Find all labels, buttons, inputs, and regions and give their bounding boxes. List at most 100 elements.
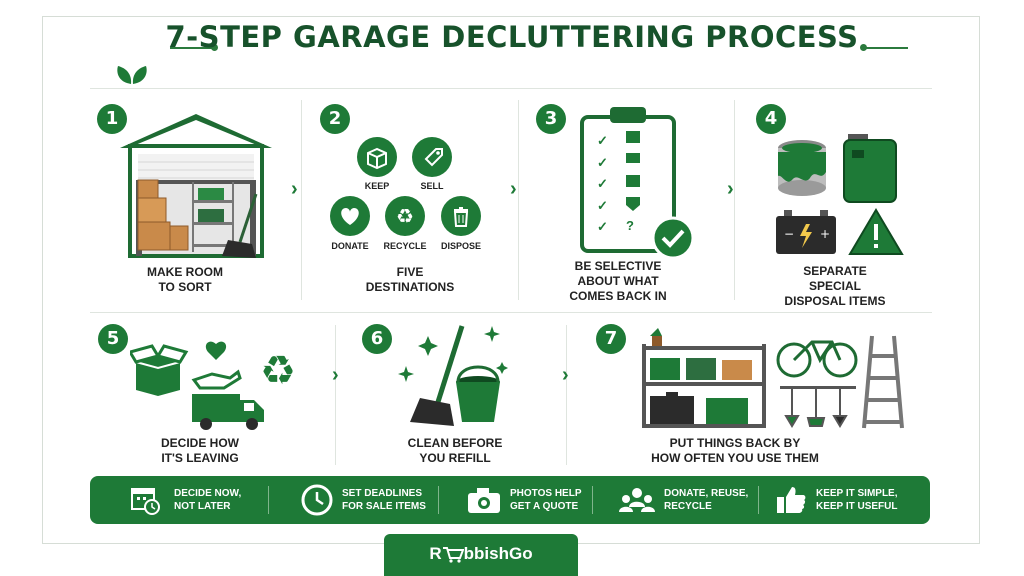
step-3-line1: BE SELECTIVE — [574, 259, 662, 273]
step-4-line3: DISPOSAL ITEMS — [784, 294, 886, 308]
step-5-line1: DECIDE HOW — [161, 436, 239, 450]
tip-2-line2: FOR SALE ITEMS — [342, 501, 426, 512]
keep-label: KEEP — [364, 181, 390, 191]
jerry-can-icon — [843, 134, 897, 203]
title-row: 7-STEP GARAGE DECLUTTERING PROCESS — [0, 20, 1024, 54]
tip-donate: DONATE, REUSE, RECYCLE — [618, 476, 748, 524]
top-divider — [90, 88, 932, 89]
tip-separator — [268, 486, 269, 514]
divider-5 — [566, 325, 567, 465]
tip-3-text: PHOTOS HELP GET A QUOTE — [510, 487, 582, 513]
tip-5-line1: KEEP IT SIMPLE, — [816, 488, 898, 499]
svg-text:♻: ♻ — [260, 348, 296, 394]
sparkle-icon — [398, 326, 508, 382]
divider-2 — [518, 100, 519, 300]
tip-2-line1: SET DEADLINES — [342, 488, 423, 499]
step-6-line1: CLEAN BEFORE — [407, 436, 503, 450]
tip-separator — [438, 486, 439, 514]
title-left-line — [170, 47, 214, 49]
brand-pre: R — [429, 544, 442, 563]
tip-deadlines: SET DEADLINES FOR SALE ITEMS — [300, 476, 426, 524]
warning-icon — [848, 208, 904, 255]
thumbs-up-icon — [777, 487, 806, 513]
step-7-line1: PUT THINGS BACK BY — [669, 436, 801, 450]
step-5-caption: DECIDE HOW IT'S LEAVING — [140, 436, 260, 466]
svg-text:♻: ♻ — [396, 204, 414, 228]
tip-separator — [592, 486, 593, 514]
step-1-line1: MAKE ROOM — [147, 265, 223, 279]
heart-icon — [341, 208, 359, 225]
step-7-caption: PUT THINGS BACK BY HOW OFTEN YOU USE THE… — [640, 436, 830, 466]
shelf-icon — [642, 328, 766, 428]
tip-3-line1: PHOTOS HELP — [510, 488, 582, 499]
svg-text:+: + — [820, 227, 830, 241]
svg-text:−: − — [784, 227, 794, 241]
check-mark: ✓ — [597, 176, 608, 191]
check-mark: ✓ — [597, 154, 608, 170]
tip-3-line2: GET A QUOTE — [510, 501, 579, 512]
organized-garage-icon — [642, 328, 904, 429]
page-title: 7-STEP GARAGE DECLUTTERING PROCESS — [165, 20, 859, 54]
ladder-icon — [862, 335, 904, 429]
bicycle-icon — [776, 340, 858, 378]
battery-icon: − + — [776, 210, 836, 254]
leaving-icons: ♻ — [130, 341, 296, 430]
step-1-arrow: › — [291, 178, 298, 200]
check-mark: ✓ — [597, 197, 608, 213]
step-5-number: 5 — [98, 324, 128, 354]
checklist: ✓ ✓ ✓ ✓ ✓ — [597, 130, 608, 238]
step-2-line1: FIVE — [396, 265, 424, 279]
check-mark: ✓ — [597, 219, 608, 234]
tip-photos: PHOTOS HELP GET A QUOTE — [466, 476, 582, 524]
row-divider — [90, 312, 932, 313]
brand-post: bbishGo — [463, 544, 533, 563]
divider-4 — [335, 325, 336, 465]
tip-4-line2: RECYCLE — [664, 501, 712, 512]
bucket-icon — [456, 365, 500, 422]
step-3-arrow: › — [727, 178, 734, 200]
cleaning-icons — [398, 325, 508, 426]
step-6-arrow: › — [562, 364, 569, 386]
dispose-label: DISPOSE — [440, 241, 481, 251]
recycle-circle: ♻ — [385, 196, 425, 236]
leaf-icon — [117, 66, 147, 84]
step-6-caption: CLEAN BEFORE YOU REFILL — [395, 436, 515, 466]
title-left-dot — [211, 44, 218, 51]
tip-1-line1: DECIDE NOW, — [174, 488, 242, 499]
hazard-items-icon: − + — [776, 134, 904, 255]
garage-icon — [120, 114, 272, 258]
sell-label: SELL — [420, 181, 444, 191]
divider-1 — [301, 100, 302, 300]
step-3-line3: COMES BACK IN — [569, 289, 667, 303]
step-2-arrow: › — [510, 178, 517, 200]
step-2-caption: FIVE DESTINATIONS — [345, 265, 475, 295]
tip-5-line2: KEEP IT USEFUL — [816, 501, 898, 512]
tip-decide-now: DECIDE NOW, NOT LATER — [130, 476, 241, 524]
donate-circle — [330, 196, 370, 236]
step-1-number: 1 — [97, 104, 127, 134]
paint-can-icon — [778, 140, 826, 196]
clipboard-icon — [580, 107, 676, 253]
tip-keep-simple: KEEP IT SIMPLE, KEEP IT USEFUL — [774, 476, 898, 524]
tip-4-text: DONATE, REUSE, RECYCLE — [664, 487, 748, 513]
step-4-caption: SEPARATE SPECIAL DISPOSAL ITEMS — [770, 264, 900, 309]
keep-circle — [357, 137, 397, 177]
step-3-caption: BE SELECTIVE ABOUT WHAT COMES BACK IN — [553, 259, 683, 304]
truck-icon — [192, 394, 264, 430]
donate-label: DONATE — [331, 241, 369, 251]
infographic-card — [42, 16, 980, 544]
broom-icon — [410, 325, 465, 426]
dispose-circle — [441, 196, 481, 236]
recycle-label: RECYCLE — [383, 241, 427, 251]
step-6-line2: YOU REFILL — [419, 451, 491, 465]
sell-circle — [412, 137, 452, 177]
check-circle-icon — [651, 216, 695, 260]
step-3-line2: ABOUT WHAT — [577, 274, 659, 288]
step-2-number: 2 — [320, 104, 350, 134]
title-right-line — [864, 47, 908, 49]
tip-2-text: SET DEADLINES FOR SALE ITEMS — [342, 487, 426, 513]
recycle-icon: ♻ — [396, 204, 414, 228]
price-tag-icon — [424, 148, 443, 167]
tip-1-text: DECIDE NOW, NOT LATER — [174, 487, 241, 513]
